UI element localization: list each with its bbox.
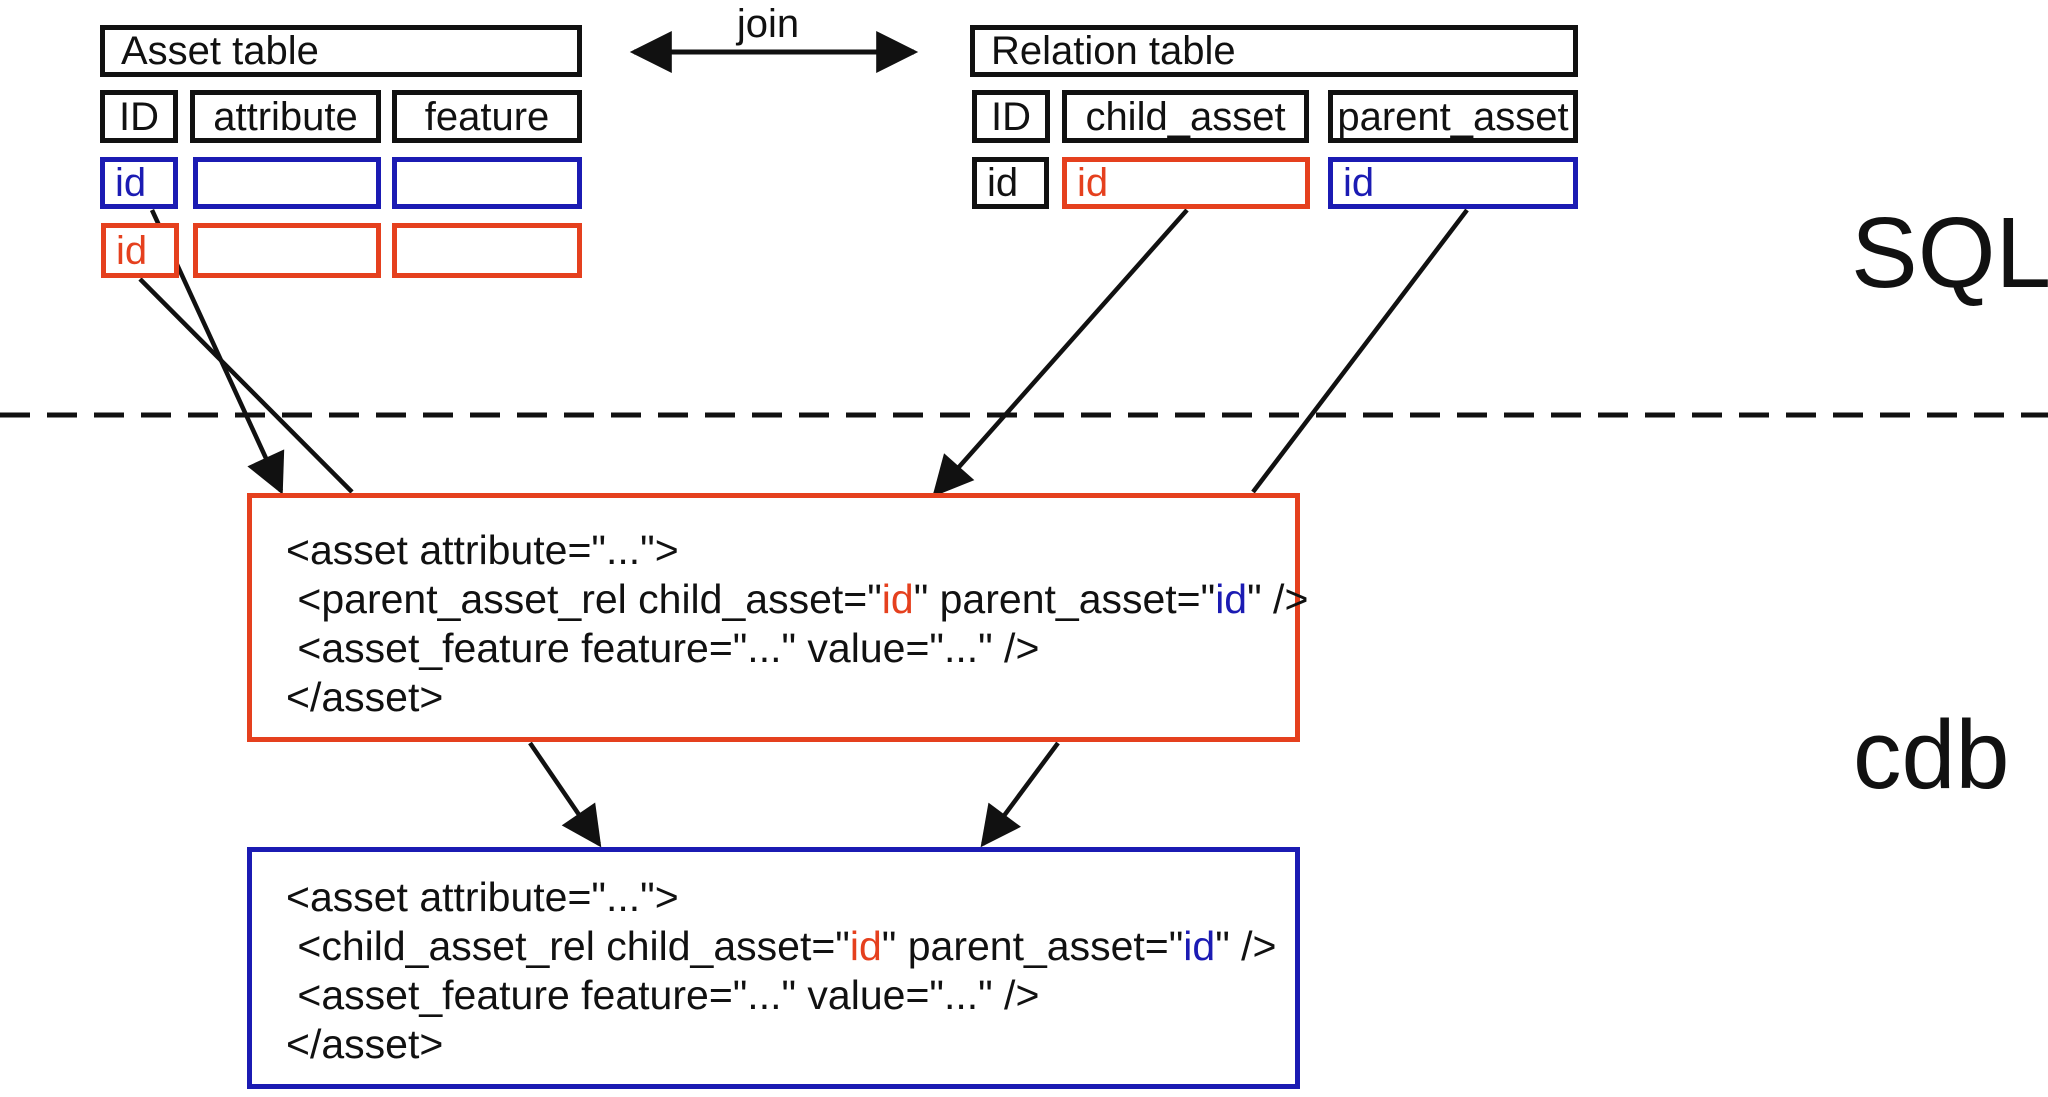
xml-code-line: <asset_feature feature="..." value="..."… xyxy=(286,624,1295,673)
child-asset-rel-xml-box: <asset attribute="..."> <child_asset_rel… xyxy=(247,847,1300,1089)
relation-table-header-child-asset-label: child_asset xyxy=(1085,94,1286,139)
relation-table-header-parent-asset: parent_asset xyxy=(1328,90,1578,143)
xml-code-line: <asset attribute="..."> xyxy=(286,526,1295,575)
relation-table-child-asset-value: id xyxy=(1077,161,1109,205)
arrow-red-box-to-blue-box-left xyxy=(528,741,602,848)
relation-table-id-value: id xyxy=(987,161,1019,205)
asset-table-header-attribute: attribute xyxy=(190,90,381,143)
xml-text: <parent_asset_rel child_asset=" xyxy=(286,576,882,622)
xml-text: </asset> xyxy=(286,1021,444,1067)
xml-text: <asset_feature feature="..." value="..."… xyxy=(286,972,1040,1018)
red-id-token: id xyxy=(849,923,882,969)
arrow-red-box-to-blue-box-right xyxy=(980,741,1060,848)
xml-code-line: <asset_feature feature="..." value="..."… xyxy=(286,971,1295,1020)
xml-code-line: </asset> xyxy=(286,1020,1295,1069)
xml-text: " parent_asset=" xyxy=(913,576,1216,622)
relation-table-header-child-asset: child_asset xyxy=(1062,90,1309,143)
join-label: join xyxy=(736,2,800,46)
relation-table-header-id-label: ID xyxy=(991,94,1031,139)
asset-table-red-attribute-cell xyxy=(193,223,381,278)
xml-code-line: <asset attribute="..."> xyxy=(286,873,1295,922)
parent-asset-rel-xml-box: <asset attribute="..."> <parent_asset_re… xyxy=(247,493,1308,742)
xml-text: <asset attribute="..."> xyxy=(286,874,679,920)
asset-table-header-id-label: ID xyxy=(119,94,159,139)
xml-text: " parent_asset=" xyxy=(881,923,1184,969)
arrow-relation-child-id-to-red-box xyxy=(932,208,1189,498)
asset-table-header-id: ID xyxy=(100,90,178,143)
xml-code-line: <parent_asset_rel child_asset="id" paren… xyxy=(286,575,1308,624)
asset-table-title: Asset table xyxy=(100,25,582,77)
xml-text: </asset> xyxy=(286,674,444,720)
asset-table-red-feature-cell xyxy=(392,223,582,278)
xml-text: " /> xyxy=(1247,576,1309,622)
asset-table-blue-attribute-cell xyxy=(193,157,381,209)
relation-table-header-id: ID xyxy=(972,90,1050,143)
xml-text: <asset_feature feature="..." value="..."… xyxy=(286,625,1040,671)
line-asset-red-id-to-red-box xyxy=(138,277,354,494)
blue-id-token: id xyxy=(1183,923,1216,969)
asset-table-blue-id-cell: id xyxy=(100,157,178,209)
relation-table-parent-asset-cell: id xyxy=(1328,157,1578,209)
red-id-token: id xyxy=(881,576,914,622)
relation-table-id-cell: id xyxy=(972,157,1049,209)
xml-text: <asset attribute="..."> xyxy=(286,527,679,573)
asset-table-blue-feature-cell xyxy=(392,157,582,209)
xml-text: " /> xyxy=(1215,923,1277,969)
asset-table-title-label: Asset table xyxy=(121,29,319,73)
line-relation-parent-id-to-red-box xyxy=(1251,208,1469,494)
asset-table-red-id-value: id xyxy=(116,228,148,273)
asset-table-header-feature-label: feature xyxy=(424,94,550,139)
xml-code-line: <child_asset_rel child_asset="id" parent… xyxy=(286,922,1295,971)
asset-table-header-feature: feature xyxy=(392,90,582,143)
relation-table-parent-asset-value: id xyxy=(1343,161,1375,205)
asset-table-red-id-cell: id xyxy=(101,223,179,278)
relation-table-title-label: Relation table xyxy=(991,29,1236,73)
cdb-section-label: cdb xyxy=(1853,700,2010,809)
relation-table-child-asset-cell: id xyxy=(1062,157,1310,209)
relation-table-header-parent-asset-label: parent_asset xyxy=(1337,94,1569,139)
asset-table-blue-id-value: id xyxy=(115,161,147,205)
xml-code-line: </asset> xyxy=(286,673,1295,722)
xml-text: <child_asset_rel child_asset=" xyxy=(286,923,850,969)
sql-section-label: SQL xyxy=(1851,197,2048,309)
blue-id-token: id xyxy=(1215,576,1248,622)
relation-table-title: Relation table xyxy=(970,25,1578,77)
asset-table-header-attribute-label: attribute xyxy=(213,94,358,139)
